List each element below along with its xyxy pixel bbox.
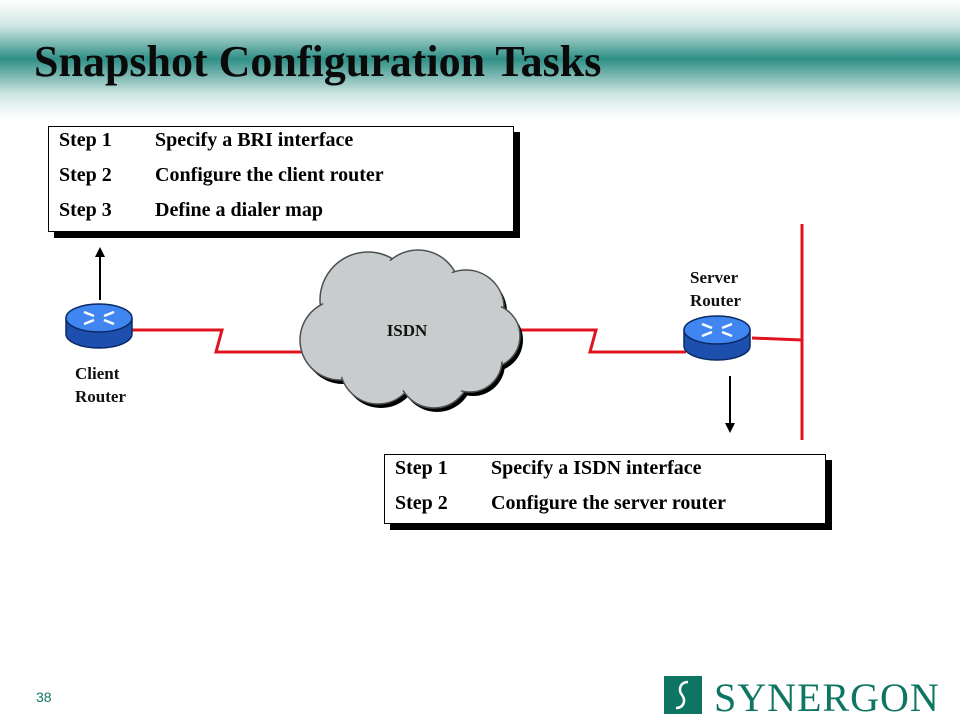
server-router-label-line2: Router: [690, 291, 741, 310]
step-description: Specify a BRI interface: [155, 129, 354, 151]
client-router-icon: [65, 303, 133, 349]
step-description: Define a dialer map: [155, 199, 323, 221]
step-number: Step 2: [395, 492, 448, 514]
server-router-icon: [683, 315, 751, 361]
step-number: Step 1: [59, 129, 112, 151]
slide-title: Snapshot Configuration Tasks: [34, 37, 602, 86]
client-router-label-line2: Router: [75, 387, 126, 406]
client-steps-box: Step 1 Specify a BRI interface Step 2 Co…: [48, 126, 514, 232]
step-number: Step 1: [395, 457, 448, 479]
synergon-logo: SYNERGON: [664, 675, 948, 720]
server-steps-box: Step 1 Specify a ISDN interface Step 2 C…: [384, 454, 826, 524]
logo-mark-icon: [664, 676, 702, 714]
server-lan-link: [751, 336, 803, 342]
step-description: Specify a ISDN interface: [491, 457, 702, 479]
server-router-label-line1: Server: [690, 268, 739, 287]
isdn-cloud: ISDN: [299, 249, 523, 412]
step-description: Configure the client router: [155, 164, 384, 186]
server-wan-link: [508, 328, 686, 354]
title-banner: [0, 0, 960, 118]
logo-text: SYNERGON: [714, 675, 940, 720]
client-router-label-line1: Client: [75, 364, 120, 383]
client-wan-link: [130, 328, 318, 354]
step-description: Configure the server router: [491, 492, 726, 514]
step-number: Step 3: [59, 199, 112, 221]
page-number: 38: [36, 689, 52, 705]
step-number: Step 2: [59, 164, 112, 186]
cloud-label: ISDN: [387, 321, 428, 340]
server-router-label: Server Router: [690, 266, 741, 312]
client-router-label: Client Router: [75, 362, 126, 408]
